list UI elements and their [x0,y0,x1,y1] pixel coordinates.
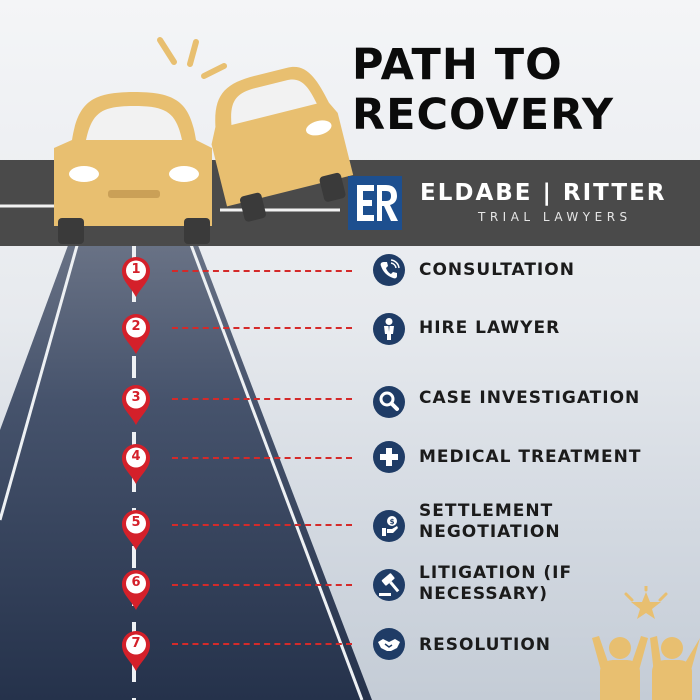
dashed-connector [172,270,352,272]
magnifier-icon [373,386,405,418]
brand-subtitle: TRIAL LAWYERS [478,210,632,224]
dashed-connector [172,584,352,586]
map-pin-icon: 4 [120,443,152,485]
step-label: HIRE LAWYER [419,318,561,338]
dashed-connector [172,327,352,329]
map-pin-icon: 1 [120,256,152,298]
handshake-icon [373,628,405,660]
title-line-1: PATH TO [352,40,563,90]
medical-cross-icon [373,441,405,473]
gavel-icon [373,569,405,601]
step-number: 4 [131,449,141,464]
step-medical-treatment: 4 MEDICAL TREATMENT [0,441,700,485]
map-pin-icon: 2 [120,313,152,355]
step-label: RESOLUTION [419,635,552,655]
impact-burst-icon [157,37,227,79]
map-pin-icon: 5 [120,509,152,551]
step-label: LITIGATION (IF NECESSARY) [419,563,573,604]
step-label: CONSULTATION [419,260,575,280]
title-line-2: RECOVERY [352,90,614,140]
step-litigation: 6 LITIGATION (IF NECESSARY) [0,563,700,611]
road-edge-left [0,241,80,521]
crashed-car-front-icon [54,92,212,244]
dashed-connector [172,643,352,645]
phone-icon [373,254,405,286]
step-hire-lawyer: 2 HIRE LAWYER [0,313,700,355]
crashed-car-side-icon [211,66,354,222]
person-icon [373,313,405,345]
step-consultation: 1 CONSULTATION [0,254,700,298]
star-icon [631,592,661,619]
step-case-investigation: 3 CASE INVESTIGATION [0,384,700,426]
step-number: 2 [131,319,141,334]
firm-logo: ELDABE | RITTER TRIAL LAWYERS [348,176,693,232]
page-title: PATH TO RECOVERY [352,40,692,140]
brand-name: ELDABE | RITTER [420,180,667,206]
step-number: 6 [131,575,141,590]
step-number: 7 [131,636,141,651]
money-hand-icon: $ [373,510,405,542]
dashed-connector [172,524,352,526]
dashed-connector [172,398,352,400]
svg-text:$: $ [390,518,395,526]
step-label: CASE INVESTIGATION [419,388,641,408]
step-resolution: 7 RESOLUTION [0,628,700,672]
step-number: 1 [131,262,141,277]
map-pin-icon: 3 [120,384,152,426]
er-monogram-icon [348,176,402,230]
map-pin-icon: 6 [120,569,152,611]
celebration-icon [592,586,700,700]
map-pin-icon: 7 [120,630,152,672]
step-number: 5 [131,515,141,530]
road-edge-right [188,241,364,700]
step-settlement-negotiation: 5 $ SETTLEMENT NEGOTIATION [0,501,700,551]
step-label: SETTLEMENT NEGOTIATION [419,501,561,542]
step-label: MEDICAL TREATMENT [419,447,642,467]
step-number: 3 [131,390,141,405]
dashed-connector [172,457,352,459]
